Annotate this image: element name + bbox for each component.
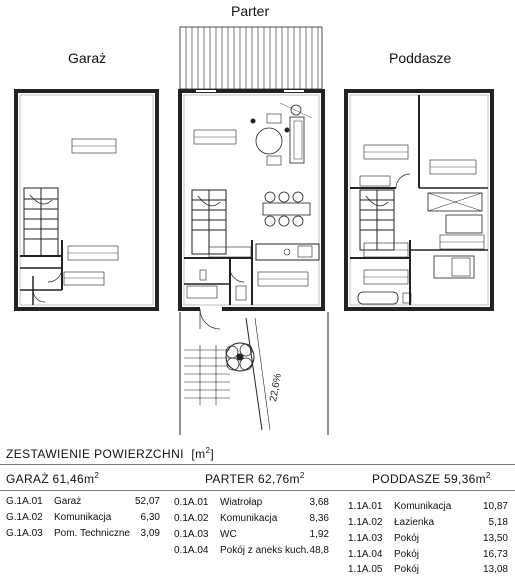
floor-plan: Garaż Parter Poddasze <box>14 3 494 435</box>
summary-divider-mid <box>0 490 515 491</box>
garage-section-header: GARAŻ 61,46m2 <box>6 471 100 486</box>
table-row: 1.1A.02 Łazienka 5,18 <box>348 517 508 528</box>
ground-floor-plan <box>178 26 329 435</box>
table-row: 1.1A.01 Komunikacja 10,87 <box>348 501 508 512</box>
plan-drawing: 22,6% <box>14 26 494 435</box>
area-summary: ZESTAWIENIE POWIERZCHNI [m2] GARAŻ 61,46… <box>0 440 515 575</box>
attic-section-header: PODDASZE 59,36m2 <box>372 471 491 486</box>
table-row: 1.1A.04 Pokój 16,73 <box>348 549 508 560</box>
table-row: 0.1A.02 Komunikacja 8,36 <box>174 513 329 524</box>
table-row: 1.1A.05 Pokój 13,08 <box>348 564 508 575</box>
table-row: 0.1A.01 Wiatrołap 3,68 <box>174 497 329 508</box>
tree-icon <box>225 342 255 372</box>
table-row: G.1A.02 Komunikacja 6,30 <box>6 512 160 523</box>
garage-plan <box>14 89 159 311</box>
ground-floor-header: Parter <box>231 3 270 19</box>
garage-header: Garaż <box>68 50 107 66</box>
summary-divider-top <box>0 464 515 465</box>
attic-plan <box>344 89 494 311</box>
summary-title: ZESTAWIENIE POWIERZCHNI [m2] <box>6 446 215 461</box>
table-row: G.1A.01 Garaż 52,07 <box>6 496 160 507</box>
attic-header: Poddasze <box>389 50 452 66</box>
table-row: 0.1A.03 WC 1,92 <box>174 529 329 540</box>
table-row: 0.1A.04 Pokój z aneks kuch. 48,8 <box>174 545 329 556</box>
ground-section-header: PARTER 62,76m2 <box>205 471 305 486</box>
table-row: 1.1A.03 Pokój 13,50 <box>348 533 508 544</box>
table-row: G.1A.03 Pom. Techniczne 3,09 <box>6 528 160 539</box>
slope-label: 22,6% <box>268 373 284 403</box>
